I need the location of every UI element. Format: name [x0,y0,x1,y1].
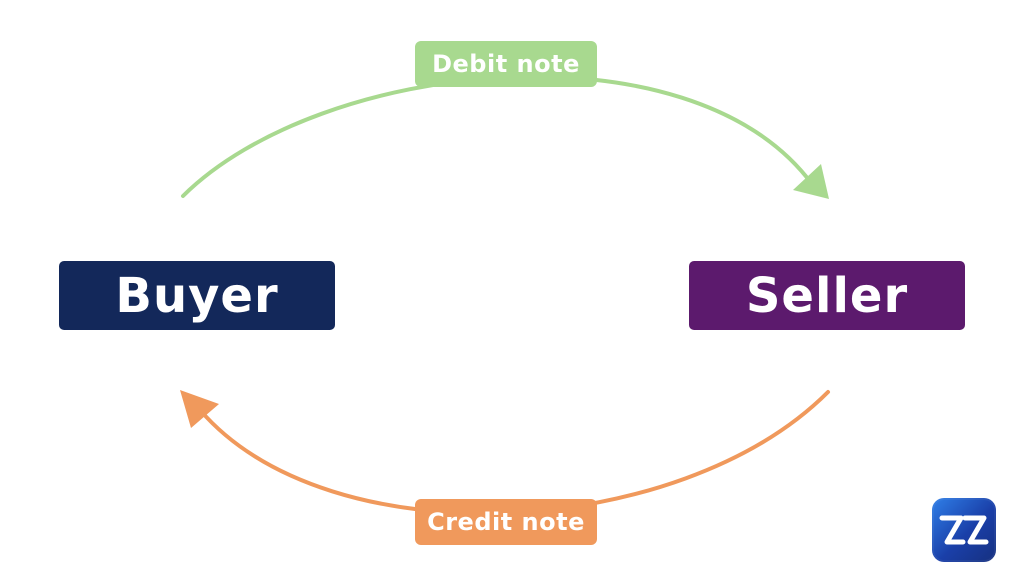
credit-note-arrowhead [180,390,219,428]
credit-note-label: Credit note [415,499,597,545]
credit-note-text: Credit note [427,508,585,536]
buyer-node: Buyer [59,261,335,330]
seller-node: Seller [689,261,965,330]
zz-logo-icon [932,498,996,562]
debit-note-arrowhead [793,164,829,199]
buyer-label: Buyer [115,267,279,324]
debit-note-text: Debit note [432,50,580,78]
debit-note-arrow [181,74,814,198]
debit-note-label: Debit note [415,41,597,87]
seller-label: Seller [745,267,909,324]
credit-note-arrow [198,390,830,516]
zz-logo-glyph [939,515,989,545]
